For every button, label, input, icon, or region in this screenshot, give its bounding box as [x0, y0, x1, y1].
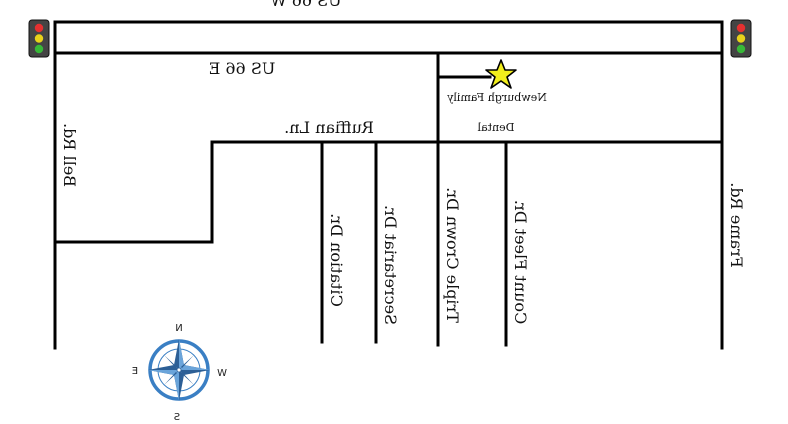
label-count-fleet: Count Fleet Dr. [511, 200, 530, 324]
compass-s: S [174, 412, 180, 423]
compass-rose-icon: N S E W [132, 323, 227, 423]
traffic-light-icon [730, 19, 752, 58]
traffic-light-icon [28, 19, 50, 58]
road-network [53, 20, 724, 350]
poi-name-line1: Newburgh Family [446, 91, 546, 104]
label-us66-east: US 66 E [209, 59, 276, 78]
compass-w: W [217, 368, 227, 379]
label-ruffian: Ruffian Ln. [284, 118, 374, 137]
compass-e: E [132, 366, 138, 377]
label-us66-west: US 66 W [270, 0, 342, 10]
road-labels: US 66 W US 66 E Ruffian Ln. Bell Rd. Fra… [60, 0, 746, 325]
poi-dental[interactable]: Newburgh Family Dental [446, 59, 547, 134]
label-triple-crown: Triple Crown Dr. [443, 187, 462, 323]
label-secretariat: Secretariat Dr. [381, 205, 400, 325]
label-citation: Citation Dr. [327, 213, 346, 307]
compass-n: N [175, 323, 182, 334]
label-frame: Frame Rd. [727, 182, 746, 267]
label-bell: Bell Rd. [60, 123, 79, 187]
star-icon[interactable] [485, 59, 517, 89]
poi-name-line2: Dental [477, 121, 514, 134]
